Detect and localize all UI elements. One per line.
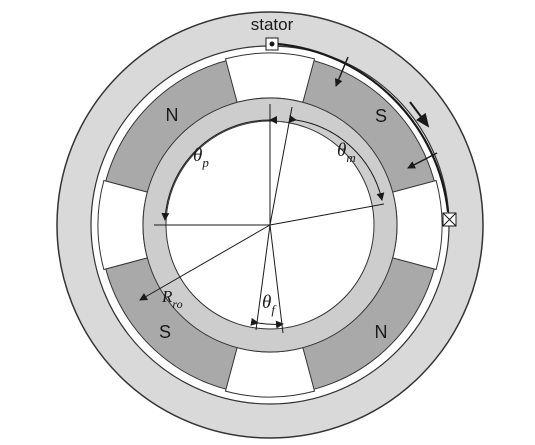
- radius-line-bottom-left: [255, 224, 271, 331]
- spacer-bottom: [224, 347, 316, 398]
- theta-p-symbol: θp: [193, 145, 209, 170]
- current-in-cross-icon: [442, 212, 457, 227]
- pole-label-top-left: N: [166, 105, 179, 125]
- rotor-radius-arrow: [139, 224, 271, 301]
- theta-f-arc: [250, 317, 284, 329]
- flux-direction-arrow-icon: [409, 101, 430, 128]
- flux-entry-arrow: [334, 56, 349, 87]
- theta-m-symbol: θm: [337, 140, 356, 165]
- flux-exit-arrow: [407, 152, 438, 169]
- pole-label-bottom-right: N: [375, 322, 388, 342]
- rotor-radius-symbol: Rro: [161, 287, 183, 311]
- pole-label-bottom-left: S: [159, 322, 171, 342]
- stator-label: stator: [251, 15, 294, 34]
- interpole-spacers: [97, 52, 443, 398]
- flux-path-arc: [277, 42, 450, 213]
- theta-f-symbol: θf: [262, 292, 277, 317]
- pole-label-top-right: S: [375, 106, 387, 126]
- theta-p-arc: [161, 116, 278, 221]
- spacer-right: [392, 179, 443, 271]
- radius-line-right: [269, 203, 385, 226]
- spacer-left: [97, 179, 148, 271]
- spacer-top: [224, 52, 316, 103]
- theta-m-arc: [288, 114, 385, 201]
- radius-line-bottom: [269, 224, 284, 334]
- current-out-dot-icon: [269, 41, 275, 47]
